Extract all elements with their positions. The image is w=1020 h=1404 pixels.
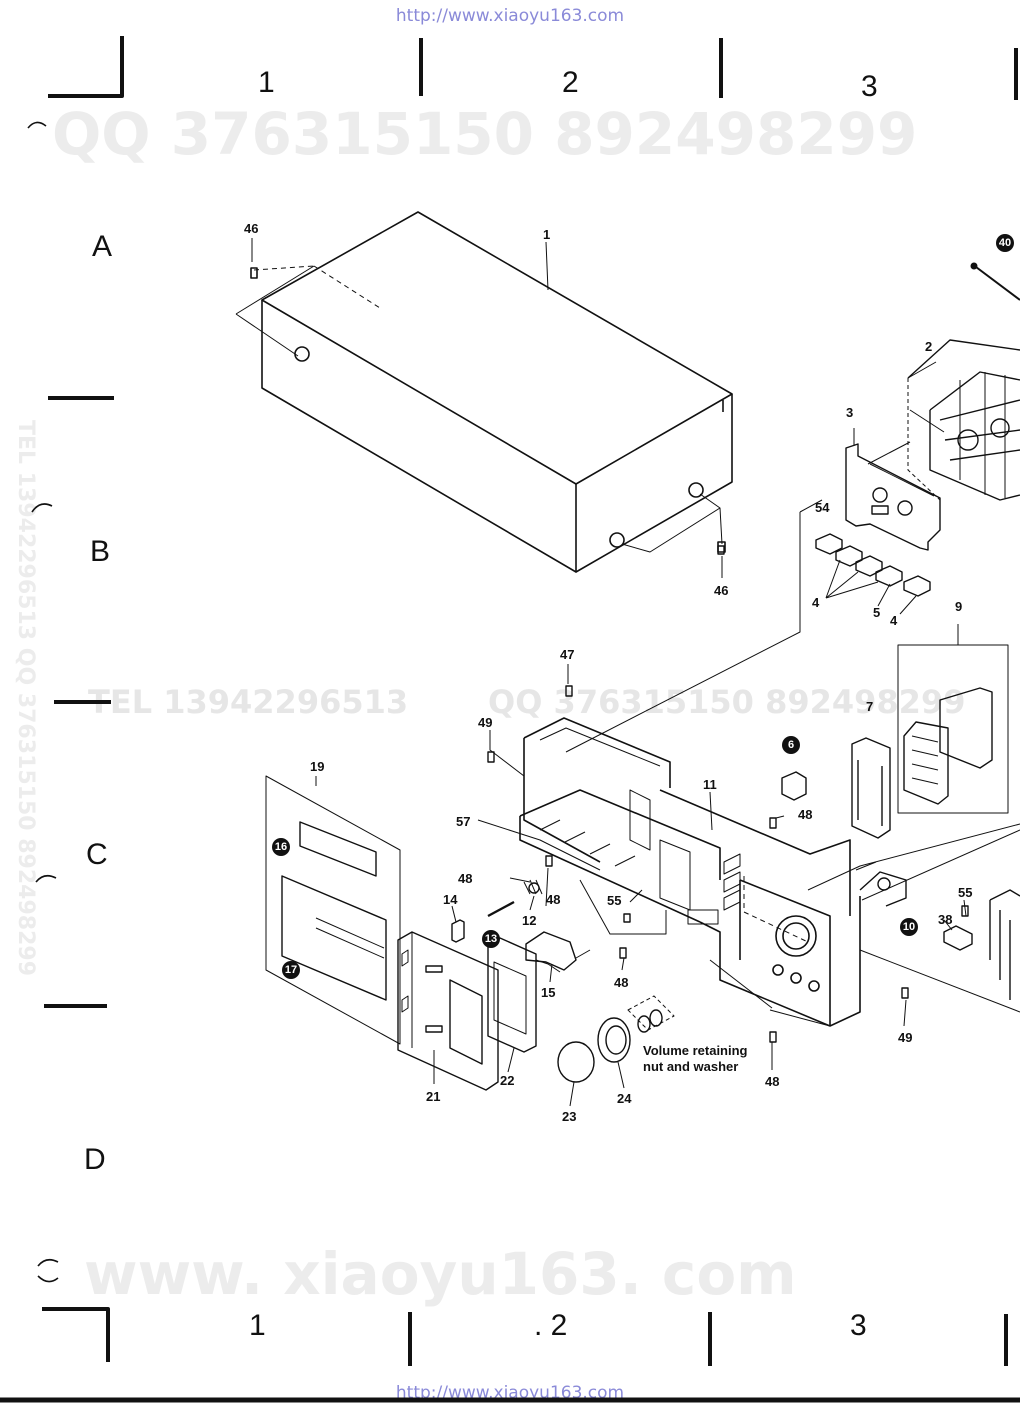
- circled-ref-10: 10: [900, 918, 918, 936]
- part-label-49: 49: [898, 1030, 913, 1045]
- part-label-48: 48: [614, 975, 629, 990]
- front-panel-21: [397, 931, 499, 1091]
- part-label-48: 48: [458, 871, 473, 886]
- meter-22: [487, 937, 537, 1053]
- frame-plate: [845, 443, 941, 551]
- part-label-38: 38: [938, 912, 953, 927]
- part-label-14: 14: [443, 892, 458, 907]
- part-label-57: 57: [456, 814, 471, 829]
- part-label-9: 9: [955, 599, 963, 614]
- column-label-3-top: 3: [861, 70, 878, 103]
- part-label-46: 46: [714, 583, 729, 598]
- part-label-55: 55: [958, 885, 973, 900]
- row-label-d: D: [84, 1143, 106, 1176]
- front-chassis: [519, 717, 1020, 1027]
- circled-ref-16: 16: [272, 838, 290, 856]
- part-label-54: 54: [815, 500, 830, 515]
- part-label-48: 48: [798, 807, 813, 822]
- part-label-48: 48: [546, 892, 561, 907]
- watermark-qq-top: QQ 376315150 892498299: [52, 100, 918, 168]
- bracket-6: [781, 771, 807, 801]
- watermark-qq-mid: QQ 376315150 892498299: [488, 683, 966, 721]
- buttons-row: [815, 533, 931, 615]
- watermark-tel: TEL 13942296513: [88, 683, 409, 721]
- row-label-b: B: [90, 535, 111, 568]
- part-label-4: 4: [812, 595, 820, 610]
- volume-note-line-2: nut and washer: [643, 1059, 739, 1074]
- header-url: http://www.xiaoyu163.com: [395, 6, 625, 26]
- part-label-21: 21: [426, 1089, 441, 1104]
- border-marks: [0, 36, 1020, 1403]
- part-label-12: 12: [522, 913, 537, 928]
- right-bracket: [859, 871, 1020, 1000]
- board-box: [897, 624, 1009, 814]
- column-label-3-bottom: 3: [850, 1309, 867, 1342]
- column-label-2-top: 2: [562, 66, 579, 99]
- lead-lines: [565, 262, 1020, 753]
- part-label-2: 2: [925, 339, 933, 354]
- column-label-2-bottom: . 2: [534, 1309, 568, 1342]
- part-label-11: 11: [703, 777, 717, 792]
- row-label-c: C: [86, 838, 108, 871]
- part-label-1: 1: [543, 227, 551, 242]
- part-label-22: 22: [500, 1073, 515, 1088]
- column-label-1-top: 1: [258, 66, 275, 99]
- circled-ref-6: 6: [782, 736, 800, 754]
- leader-lines: [251, 238, 967, 1107]
- small-parts: [451, 545, 969, 1043]
- volume-knob: [557, 995, 675, 1083]
- part-label-7: 7: [866, 699, 874, 714]
- row-label-a: A: [92, 230, 113, 263]
- hole-marks: [27, 121, 59, 1283]
- part-label-15: 15: [541, 985, 556, 1000]
- volume-note-line-1: Volume retaining: [643, 1043, 748, 1058]
- top-cover: [235, 211, 733, 573]
- circled-ref-17: 17: [282, 961, 300, 979]
- part-label-24: 24: [617, 1091, 632, 1106]
- part-label-19: 19: [310, 759, 325, 774]
- part-label-47: 47: [560, 647, 575, 662]
- part-label-23: 23: [562, 1109, 577, 1124]
- part-label-3: 3: [846, 405, 854, 420]
- volume-note: Volume retaining nut and washer: [643, 1043, 748, 1075]
- part-label-5: 5: [873, 605, 881, 620]
- part-7: [851, 737, 891, 839]
- watermark-site: www. xiaoyu163. com: [84, 1240, 797, 1308]
- cassette-mechanism: [907, 339, 1020, 501]
- part-label-49: 49: [478, 715, 493, 730]
- part-label-4: 4: [890, 613, 898, 628]
- circled-ref-13: 13: [482, 930, 500, 948]
- part-label-46: 46: [244, 221, 259, 236]
- part-label-48: 48: [765, 1074, 780, 1089]
- column-label-1-bottom: 1: [249, 1309, 266, 1342]
- circled-ref-40: 40: [996, 234, 1014, 252]
- part-label-55: 55: [607, 893, 622, 908]
- display-filter-group: [265, 775, 401, 1045]
